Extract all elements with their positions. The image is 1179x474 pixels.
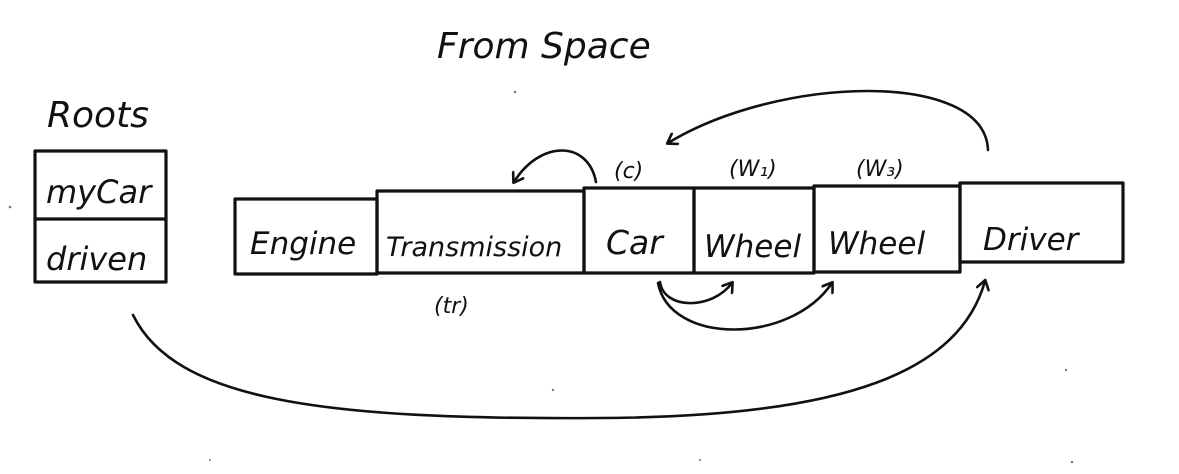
arrow-car-to-wheel-1: [658, 280, 732, 305]
diagram-title: From Space: [437, 26, 651, 67]
heap-cell-driver-box: [958, 181, 1125, 264]
paper-specks: [8, 90, 1074, 464]
arrow-car-to-transmission: [514, 149, 598, 183]
root-item-mycar: myCar: [46, 173, 153, 211]
heap-cell-engine: Engine: [250, 226, 356, 262]
tag-car: (c): [614, 159, 643, 184]
roots-box: [33, 149, 168, 284]
heap-cell-wheel-1: Wheel: [704, 229, 801, 265]
roots-heading: Roots: [47, 95, 149, 136]
heap-cell-driver: Driver: [983, 222, 1081, 258]
heap-cell-wheel-2: Wheel: [828, 226, 925, 262]
tag-transmission: (tr): [434, 294, 469, 319]
heap-row: [233, 181, 1125, 276]
arrow-root-driven-to-driver: [131, 281, 985, 420]
tag-wheel-1: (W₁): [729, 157, 777, 182]
root-item-driven: driven: [46, 240, 147, 278]
tag-wheel-2: (W₃): [856, 157, 904, 182]
heap-cell-transmission: Transmission: [386, 232, 562, 263]
heap-cell-car: Car: [606, 223, 665, 262]
arrow-driver-to-car: [668, 89, 990, 152]
arrow-car-to-wheel-2: [656, 283, 832, 331]
